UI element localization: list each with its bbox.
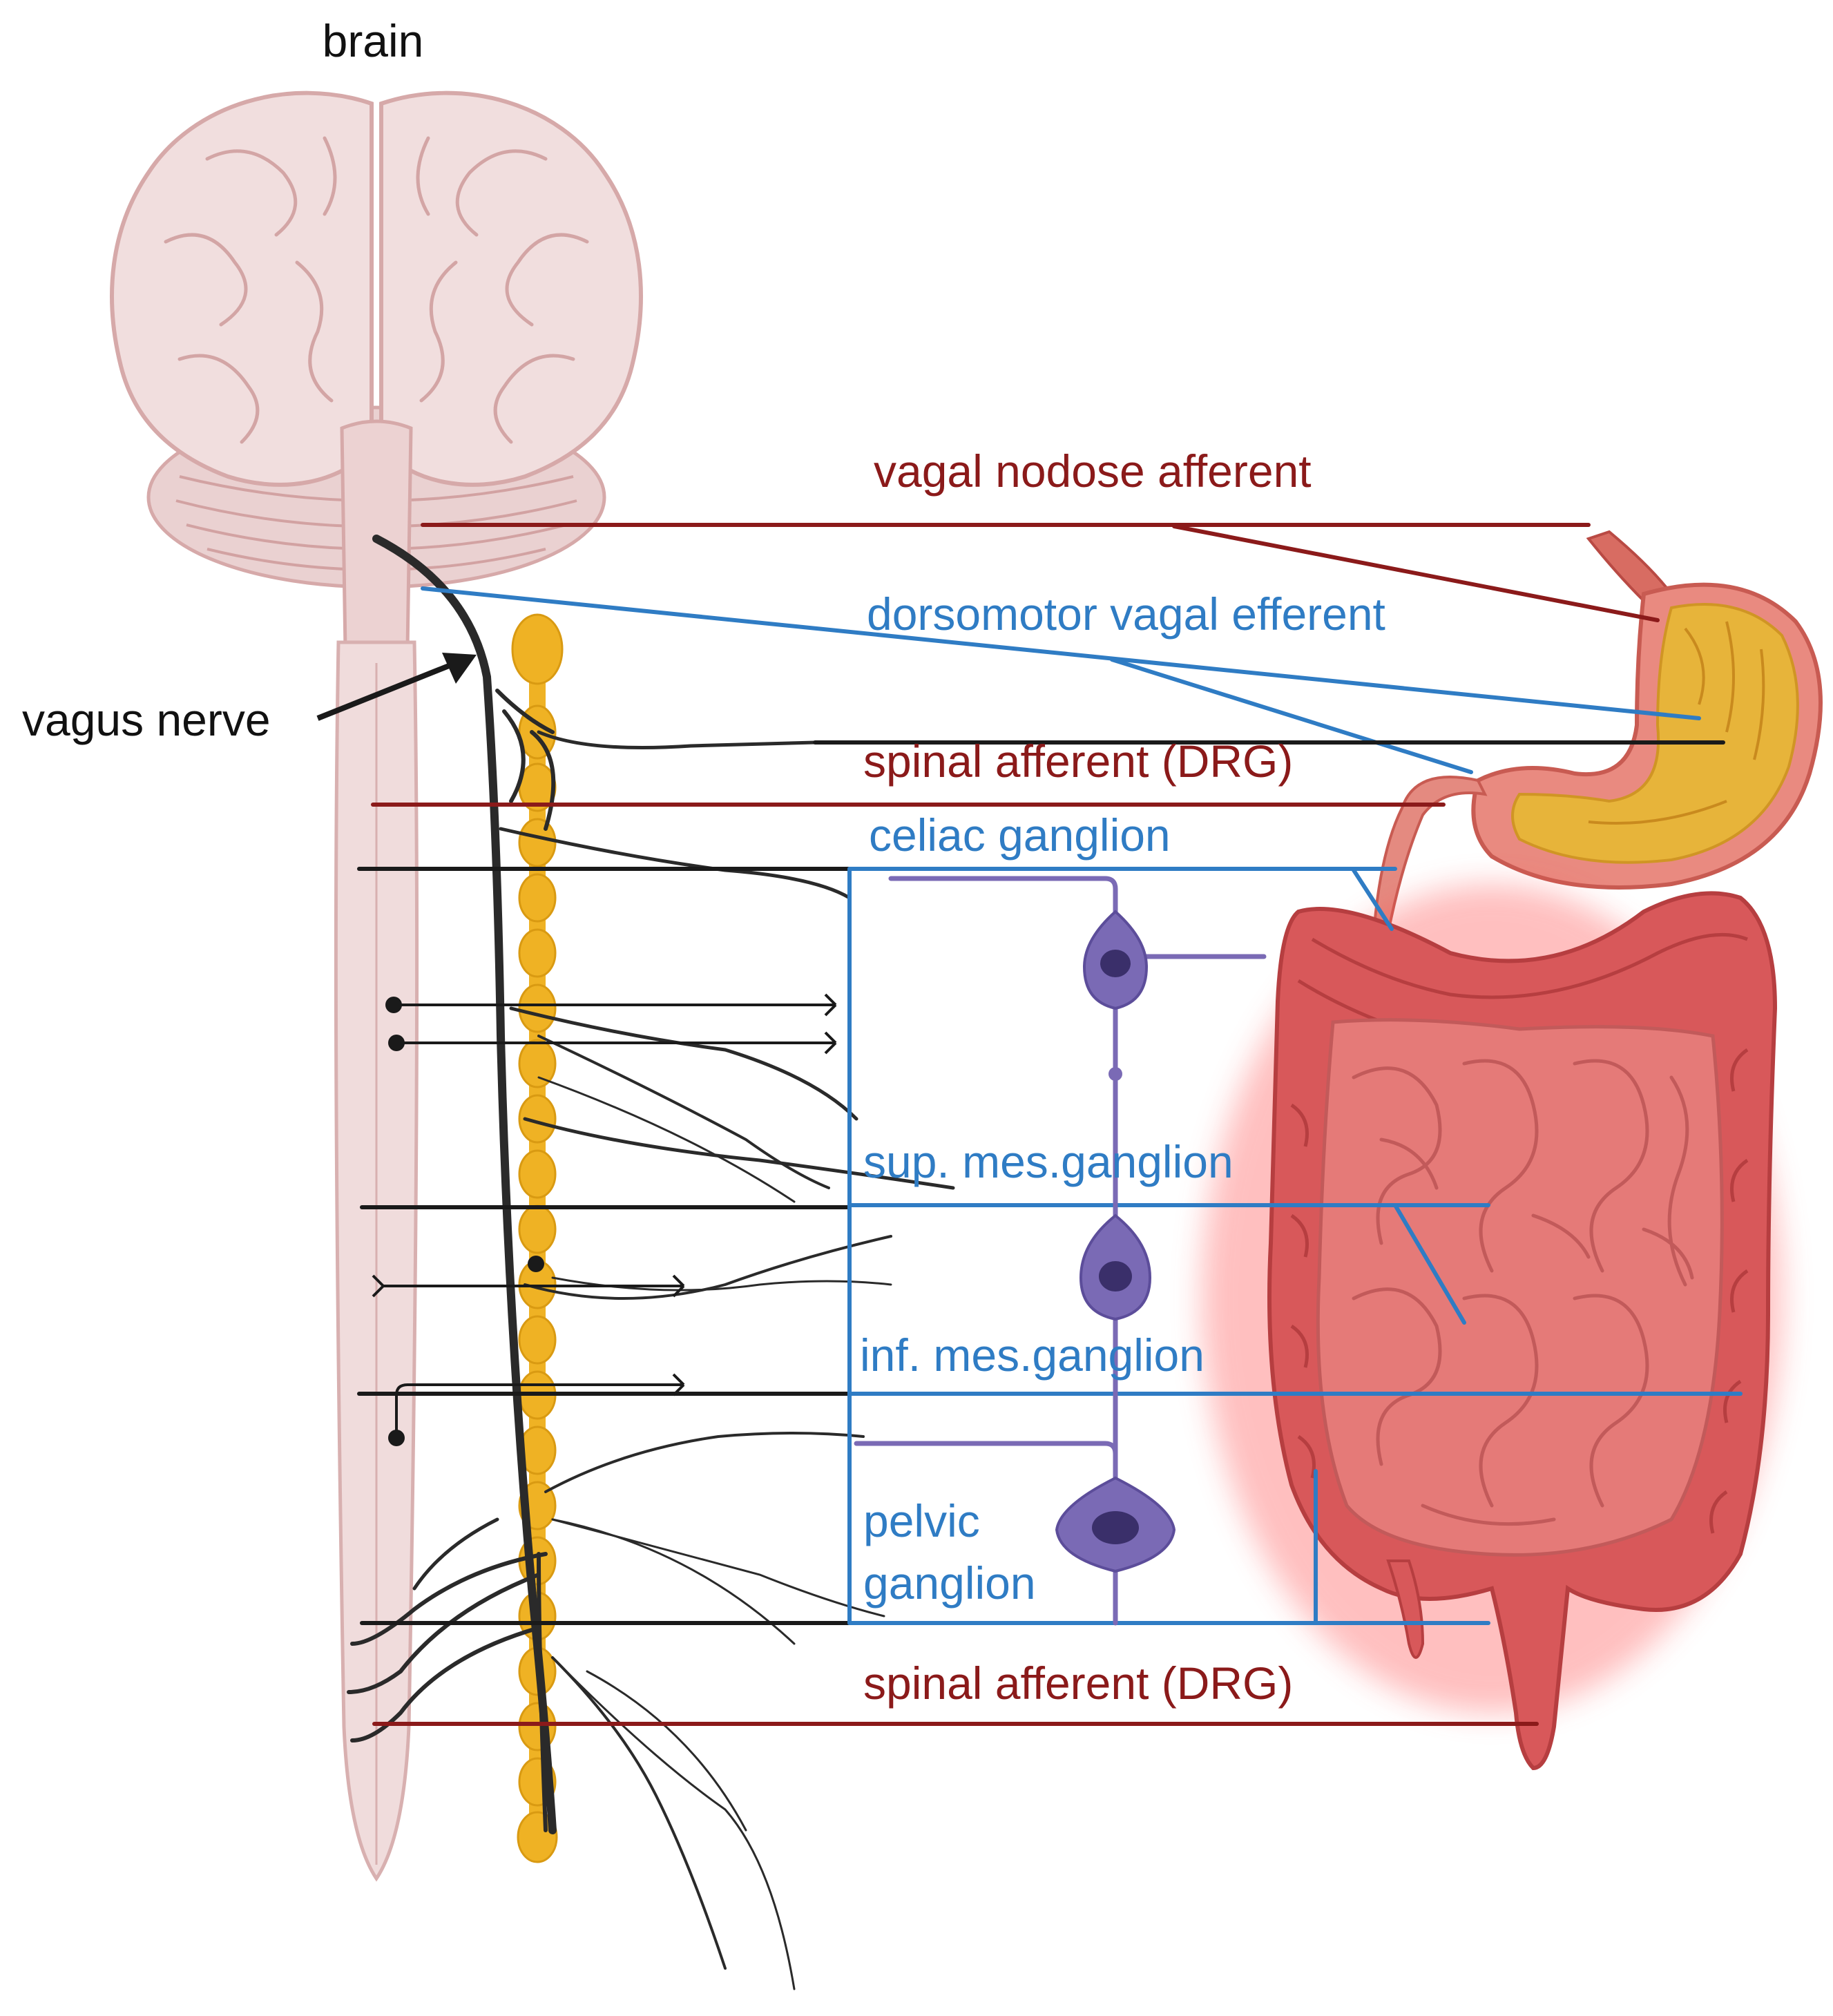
vagus-nerve-path	[347, 535, 955, 1990]
label-dorsomotor-vagal-efferent: dorsomotor vagal efferent	[867, 588, 1385, 640]
label-celiac-ganglion: celiac ganglion	[869, 809, 1171, 861]
intestines-illustration	[1202, 884, 1782, 1771]
vagus-nerve-arrow	[316, 653, 477, 721]
ganglion-neurons	[854, 876, 1267, 1626]
neuron-node	[1109, 1067, 1122, 1081]
label-vagus-nerve: vagus nerve	[22, 694, 271, 745]
label-spinal-afferent-lower: spinal afferent (DRG)	[863, 1658, 1293, 1709]
label-brain: brain	[323, 15, 424, 66]
labels: brain vagus nerve vagal nodose afferent …	[22, 15, 1385, 1709]
celiac-ganglion-neuron	[1082, 910, 1149, 1010]
appendix	[1386, 1559, 1425, 1659]
sup-mes-ganglion-neuron	[1079, 1213, 1152, 1321]
brain-left-hemisphere	[110, 90, 374, 487]
reference-lines	[357, 523, 1743, 1726]
brain-right-hemisphere	[379, 90, 643, 487]
small-intestine	[1316, 1018, 1724, 1557]
label-pelvic-line2: ganglion	[863, 1557, 1036, 1609]
label-vagal-nodose-afferent: vagal nodose afferent	[874, 445, 1312, 497]
stomach-inner	[1511, 603, 1799, 864]
label-sup-mes-ganglion: sup. mes.ganglion	[863, 1136, 1234, 1187]
label-pelvic-line1: pelvic	[863, 1495, 980, 1546]
spinal-circuits	[372, 993, 837, 1437]
brain-illustration	[110, 90, 643, 651]
label-spinal-afferent-upper: spinal afferent (DRG)	[863, 736, 1293, 787]
pelvic-ganglion-neuron	[1055, 1476, 1176, 1573]
spinal-circuit-nodes	[385, 997, 544, 1446]
label-inf-mes-ganglion: inf. mes.ganglion	[860, 1329, 1205, 1381]
stomach-illustration	[1372, 530, 1823, 934]
